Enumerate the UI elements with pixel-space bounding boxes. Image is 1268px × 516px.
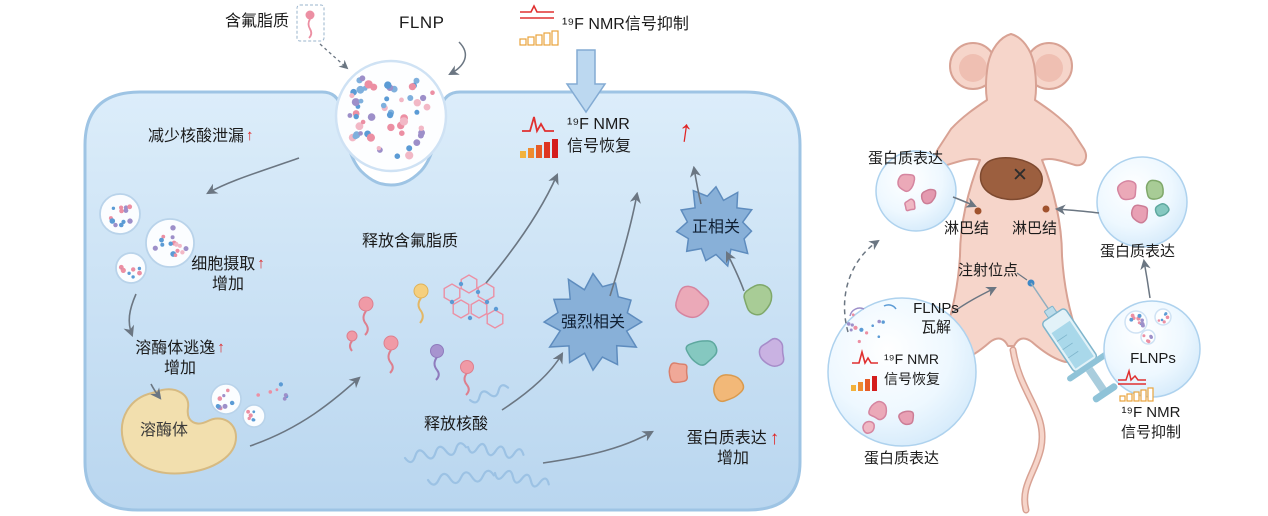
up-arrow-icon: ↑ (769, 428, 780, 449)
hexagon-lipid-cluster (443, 274, 504, 329)
liver-shape (979, 157, 1043, 201)
nucleic-acid-squiggles (403, 384, 550, 488)
blue-down-arrow (565, 49, 607, 114)
mouse-tail (1009, 346, 1046, 514)
label-flnps-disintegration: FLNPs 瓦解 (913, 300, 959, 336)
label-lymph-node-left: 淋巴结 (944, 220, 990, 237)
nmr-bars-suppressed-mouse-icon (1119, 387, 1154, 402)
lymph-node-dot-left (974, 207, 982, 215)
nmr-bars-suppressed-top-icon (519, 30, 559, 46)
uptake-text2: 增加 (211, 276, 244, 293)
label-release-nucleic-acid: 释放核酸 (424, 416, 489, 433)
label-flnp-title: FLNP (399, 13, 445, 32)
legend-pointer-arrow (319, 43, 349, 70)
up-arrow-icon: ↑ (217, 339, 225, 356)
mouse-flow-arrows (843, 196, 1151, 333)
bubble-flnp-disintegration (827, 297, 977, 447)
nmr-spectrum-suppressed-top-icon (520, 4, 554, 19)
label-injection-site: 注射位点 (958, 262, 1019, 279)
label-fluorolipid-legend: 含氟脂质 (225, 13, 290, 30)
nmr-bars-recovered-mouse-icon (851, 376, 877, 391)
mouse-ears (949, 42, 1073, 90)
protein-expression-text2: 增加 (716, 450, 749, 467)
endosome-vesicles (99, 193, 195, 284)
label-nmr-recovery-mouse: ¹⁹F NMR 信号恢复 (884, 351, 940, 387)
label-strong-correlation: 强烈相关 (560, 314, 625, 331)
lysosome-shape (120, 388, 238, 475)
starburst-strong-correlation (542, 272, 644, 372)
up-arrow-icon: ↑ (246, 127, 254, 144)
lysosome-escape-text: 溶酶体逃逸 (135, 340, 216, 357)
label-protein-expression-bottom: 蛋白质表达 (864, 450, 940, 467)
up-arrow-icon: ↑ (257, 255, 265, 272)
bubble-protein-topright (1096, 156, 1188, 248)
label-cell-uptake: 细胞摄取↑ 增加 (178, 255, 278, 295)
lymph-node-dot-right (1042, 205, 1050, 213)
lysosome-escape-text2: 增加 (163, 360, 196, 377)
flnp-pointer-arrow (448, 41, 467, 75)
flow-arrows (123, 157, 745, 464)
label-lymph-node-right: 淋巴结 (1012, 220, 1058, 237)
reduce-leakage-text: 减少核酸泄漏 (148, 128, 245, 145)
protein-blobs (668, 284, 785, 403)
nmr-spectrum-recovered-mouse-icon (852, 348, 878, 366)
released-lipids (346, 283, 474, 396)
nmr-spectrum-suppressed-mouse-icon (1118, 368, 1146, 385)
liver-cross-icon: ✕ (1012, 165, 1028, 186)
lysosome-escape-vesicles (210, 382, 289, 428)
label-protein-expression-topleft: 蛋白质表达 (868, 150, 944, 167)
label-protein-expression-topright: 蛋白质表达 (1100, 243, 1176, 260)
label-nmr-suppression-mouse: ¹⁹F NMR 信号抑制 (1120, 404, 1181, 441)
flnp-particle (334, 59, 448, 173)
nmr-spectrum-recovered-icon (522, 116, 554, 134)
label-nmr-suppression-top: ¹⁹F NMR信号抑制 (562, 16, 689, 33)
syringe (1030, 282, 1118, 403)
bubble-protein-topleft (875, 150, 957, 232)
label-reduce-nucleic-leakage: 减少核酸泄漏↑ (148, 127, 254, 147)
fluorolipid-legend-icon (296, 4, 325, 42)
starburst-positive-correlation (675, 185, 754, 268)
signal-increase-arrow-icon: ↑ (675, 114, 696, 149)
label-positive-correlation: 正相关 (691, 219, 740, 236)
protein-expression-text: 蛋白质表达 (686, 430, 767, 447)
uptake-text: 细胞摄取 (191, 256, 256, 273)
label-protein-expression-increase: 蛋白质表达↑ 增加 (672, 429, 794, 469)
label-lysosome-escape: 溶酶体逃逸↑ 增加 (118, 339, 242, 379)
label-nmr-recovery-cell: ¹⁹F NMR 信号恢复 (567, 116, 632, 155)
label-lysosome: 溶酶体 (140, 422, 189, 439)
label-release-fluorolipid: 释放含氟脂质 (362, 233, 459, 250)
nmr-bars-recovered-icon (520, 139, 558, 158)
label-flnps: FLNPs (1130, 350, 1176, 367)
